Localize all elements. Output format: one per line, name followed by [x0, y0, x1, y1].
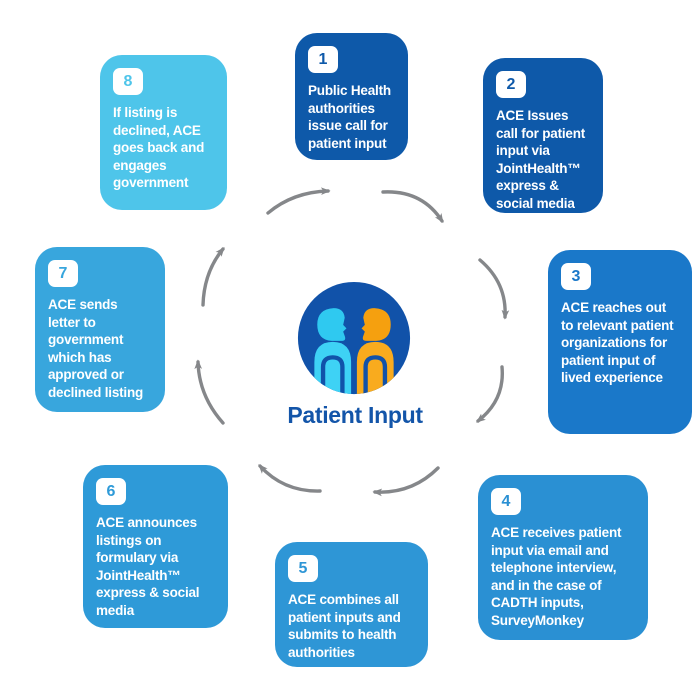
arrow-4-to-5	[372, 466, 440, 497]
step-text: ACE Issues call for patient input via Jo…	[496, 108, 586, 211]
arrow-7-to-8	[201, 246, 225, 307]
step-card-2: 2 ACE Issues call for patient input via …	[483, 58, 603, 213]
step-number-badge: 6	[96, 478, 126, 505]
person-left-icon	[314, 308, 352, 395]
step-text: ACE combines all patient inputs and subm…	[288, 592, 401, 660]
step-card-8: 8 If listing is declined, ACE goes back …	[100, 55, 227, 210]
step-card-5: 5 ACE combines all patient inputs and su…	[275, 542, 428, 667]
step-number-badge: 5	[288, 555, 318, 582]
arrow-2-to-3	[478, 258, 510, 320]
step-text: Public Health authorities issue call for…	[308, 83, 391, 151]
person-right-icon	[356, 308, 394, 395]
patient-input-icon	[297, 281, 411, 395]
arrow-8-to-1	[266, 187, 331, 215]
step-text: If listing is declined, ACE goes back an…	[113, 105, 205, 191]
step-card-6: 6 ACE announces listings on formulary vi…	[83, 465, 228, 628]
step-number-badge: 7	[48, 260, 78, 287]
step-card-4: 4 ACE receives patient input via email a…	[478, 475, 648, 640]
arrow-5-to-6	[258, 464, 322, 493]
step-number-badge: 3	[561, 263, 591, 290]
step-number-badge: 1	[308, 46, 338, 73]
step-number-badge: 2	[496, 71, 526, 98]
step-card-7: 7 ACE sends letter to government which h…	[35, 247, 165, 412]
step-card-1: 1 Public Health authorities issue call f…	[295, 33, 408, 160]
arrow-3-to-4	[475, 365, 504, 423]
step-text: ACE sends letter to government which has…	[48, 297, 144, 400]
step-text: ACE reaches out to relevant patient orga…	[561, 300, 674, 386]
step-number-badge: 4	[491, 488, 521, 515]
step-number-badge: 8	[113, 68, 143, 95]
arrow-6-to-7	[194, 359, 225, 425]
arrow-1-to-2	[381, 190, 444, 224]
center-label: Patient Input	[287, 402, 423, 428]
step-text: ACE announces listings on formulary via …	[96, 515, 200, 618]
step-card-3: 3 ACE reaches out to relevant patient or…	[548, 250, 692, 434]
step-text: ACE receives patient input via email and…	[491, 525, 622, 628]
